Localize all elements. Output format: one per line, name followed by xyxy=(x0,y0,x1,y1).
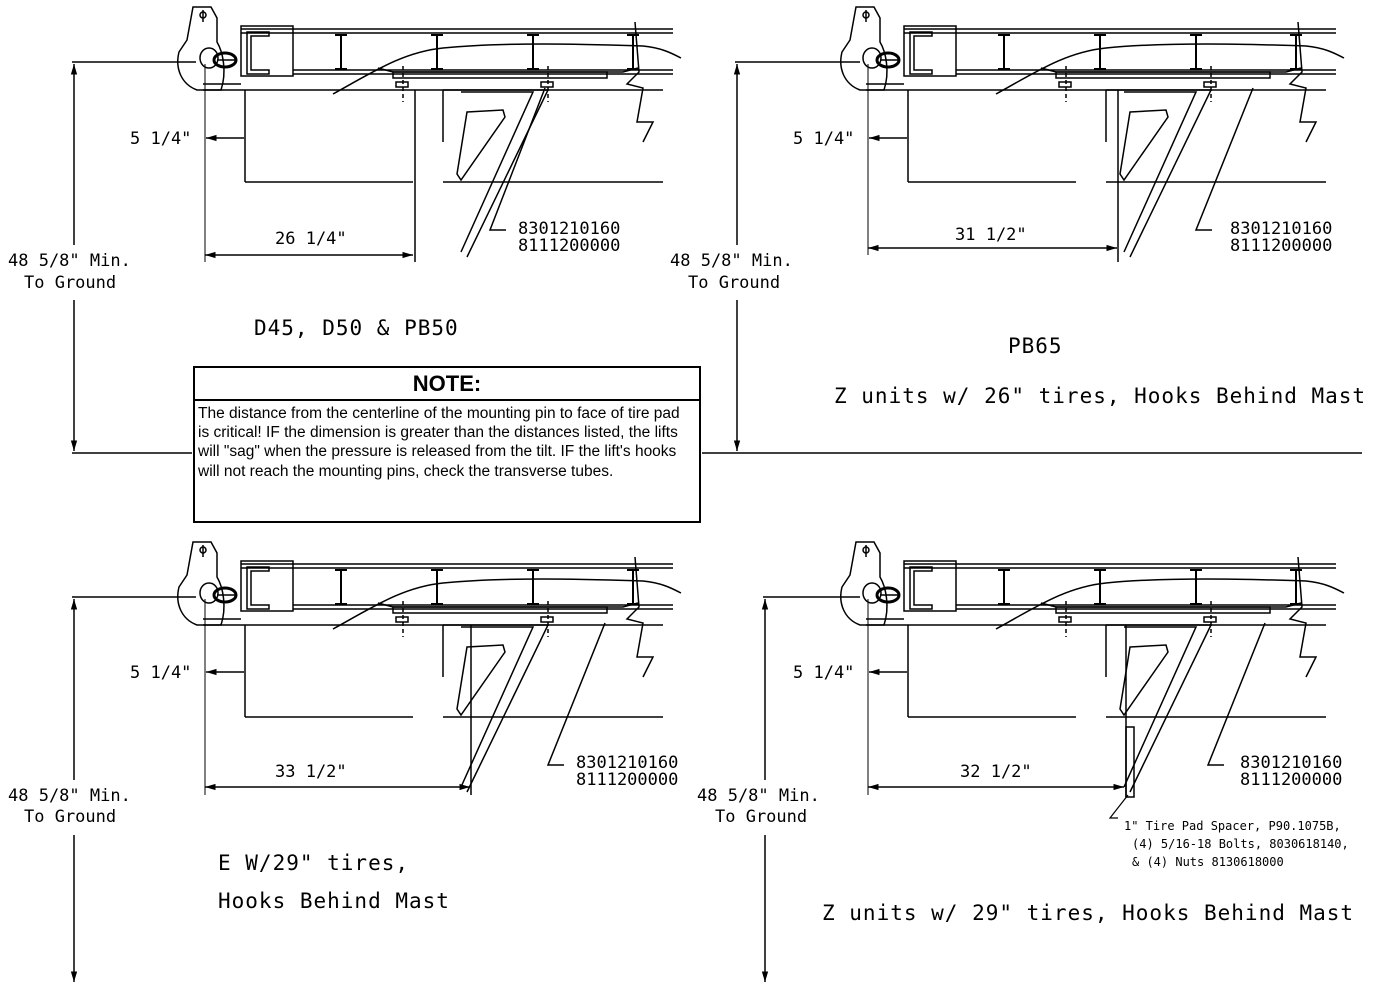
to-ground-label-4: To Ground xyxy=(715,807,807,827)
caption-view-1: D45, D50 & PB50 xyxy=(254,316,459,340)
dimension-label-4: 32 1/2" xyxy=(960,762,1032,782)
offset-label-2: 5 1/4" xyxy=(793,129,854,149)
caption-view-4: Z units w/ 29" tires, Hooks Behind Mast xyxy=(822,901,1354,925)
offset-label-1: 5 1/4" xyxy=(130,129,191,149)
note-box: NOTE: The distance from the centerline o… xyxy=(193,366,701,523)
note-title: NOTE: xyxy=(195,368,699,401)
part-number-2a: 8301210160 xyxy=(1230,219,1332,239)
to-ground-label-2: To Ground xyxy=(688,273,780,293)
part-number-3a: 8301210160 xyxy=(576,753,678,773)
to-ground-label-1: To Ground xyxy=(24,273,116,293)
min-height-label-2: 48 5/8" Min. xyxy=(670,251,793,271)
part-number-4a: 8301210160 xyxy=(1240,753,1342,773)
dimension-label-1: 26 1/4" xyxy=(275,229,347,249)
min-height-label-4: 48 5/8" Min. xyxy=(697,786,820,806)
note-body: The distance from the centerline of the … xyxy=(198,405,680,480)
min-height-label-3: 48 5/8" Min. xyxy=(8,786,131,806)
caption-view-2a: PB65 xyxy=(1008,334,1063,358)
dimension-label-2: 31 1/2" xyxy=(955,225,1027,245)
view-4 xyxy=(839,540,1346,798)
min-height-label-1: 48 5/8" Min. xyxy=(8,251,131,271)
offset-label-3: 5 1/4" xyxy=(130,663,191,683)
part-number-4b: 8111200000 xyxy=(1240,770,1342,790)
view-3 xyxy=(176,540,683,795)
part-number-1a: 8301210160 xyxy=(518,219,620,239)
spacer-note-line-1: 1" Tire Pad Spacer, P90.1075B, xyxy=(1124,819,1341,833)
view-1 xyxy=(176,5,683,262)
caption-view-3a: E W/29" tires, xyxy=(218,851,409,875)
part-number-3b: 8111200000 xyxy=(576,770,678,790)
part-number-2b: 8111200000 xyxy=(1230,236,1332,256)
caption-view-3b: Hooks Behind Mast xyxy=(218,889,450,913)
view-2 xyxy=(839,5,1346,262)
caption-view-2b: Z units w/ 26" tires, Hooks Behind Mast xyxy=(834,384,1366,408)
spacer-note-line-2: (4) 5/16-18 Bolts, 8030618140, xyxy=(1132,837,1349,851)
dimension-label-3: 33 1/2" xyxy=(275,762,347,782)
part-number-1b: 8111200000 xyxy=(518,236,620,256)
spacer-note-line-3: & (4) Nuts 8130618000 xyxy=(1132,855,1284,869)
offset-label-4: 5 1/4" xyxy=(793,663,854,683)
to-ground-label-3: To Ground xyxy=(24,807,116,827)
